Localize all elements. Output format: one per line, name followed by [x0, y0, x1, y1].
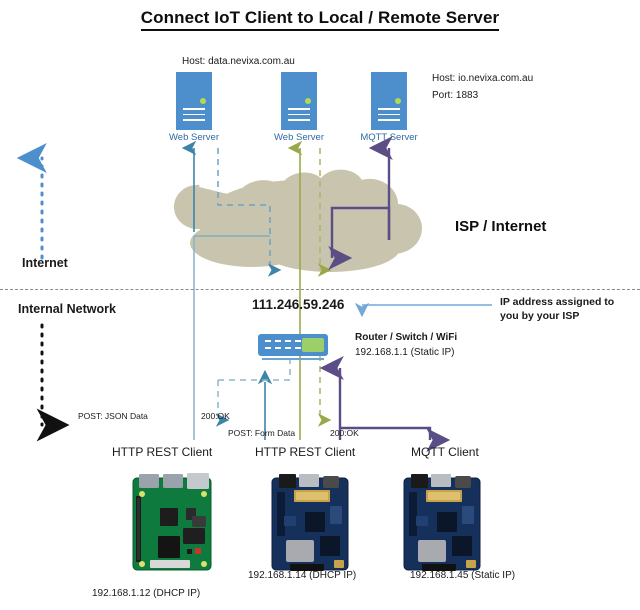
client-label-mqtt: MQTT Client [411, 445, 479, 459]
blue-board-icon-1[interactable] [271, 474, 349, 571]
client-ip-1: 192.168.1.12 (DHCP IP) [92, 588, 201, 599]
client-ip-3: 192.168.1.45 (Static IP) [410, 570, 516, 581]
router-icon[interactable] [258, 334, 328, 356]
isp-note-line-2: you by your ISP [500, 310, 580, 322]
isp-note-line-1: IP address assigned to [500, 296, 615, 308]
status-led-icon [305, 98, 311, 104]
flow-label-post-json: POST: JSON Data [78, 411, 148, 421]
server-web-1[interactable]: Web Server [169, 72, 219, 143]
host-data-nevixa: Host: data.nevixa.com.au [182, 56, 295, 67]
internal-network-zone-label: Internal Network [18, 302, 116, 316]
status-led-icon [200, 98, 206, 104]
server-icon [281, 72, 317, 130]
server-web-2[interactable]: Web Server [274, 72, 324, 143]
raspberry-pi-board-icon[interactable] [132, 473, 212, 571]
isp-internet-label: ISP / Internet [455, 218, 547, 235]
flow-label-200-ok-2: 200:OK [330, 428, 359, 438]
router-title: Router / Switch / WiFi [355, 332, 458, 343]
server-lines-icon [378, 108, 400, 125]
router-details: Router / Switch / WiFi 192.168.1.1 (Stat… [355, 330, 457, 360]
isp-assignment-note: IP address assigned to you by your ISP [500, 295, 635, 323]
host-io-nevixa: Host: io.nevixa.com.au [432, 73, 534, 84]
server-icon [176, 72, 212, 130]
server-label: Web Server [274, 132, 324, 143]
server-lines-icon [183, 108, 205, 125]
router-base-line [262, 358, 324, 360]
server-host-note-right: Host: io.nevixa.com.au Port: 1883 [432, 73, 533, 107]
page-title-text: Connect IoT Client to Local / Remote Ser… [140, 8, 500, 31]
page-title: Connect IoT Client to Local / Remote Ser… [0, 8, 640, 31]
internet-zone-label: Internet [22, 256, 68, 270]
status-led-icon [395, 98, 401, 104]
public-ip-address: 111.246.59.246 [252, 297, 345, 312]
server-icon [371, 72, 407, 130]
flow-label-200-ok-1: 200:OK [201, 411, 230, 421]
router-wifi-panel-icon [302, 338, 324, 352]
network-boundary-divider [0, 289, 640, 290]
server-host-note-left: Host: data.nevixa.com.au [182, 56, 295, 73]
server-label: Web Server [169, 132, 219, 143]
blue-board-icon-2[interactable] [403, 474, 481, 571]
client-label-http-2: HTTP REST Client [255, 445, 356, 459]
mqtt-port: Port: 1883 [432, 90, 479, 101]
router-ip: 192.168.1.1 (Static IP) [355, 347, 455, 358]
server-lines-icon [288, 108, 310, 125]
flow-label-post-form: POST: Form Data [228, 428, 296, 438]
client-label-http-1: HTTP REST Client [112, 445, 213, 459]
client-ip-2: 192.168.1.14 (DHCP IP) [248, 570, 357, 581]
